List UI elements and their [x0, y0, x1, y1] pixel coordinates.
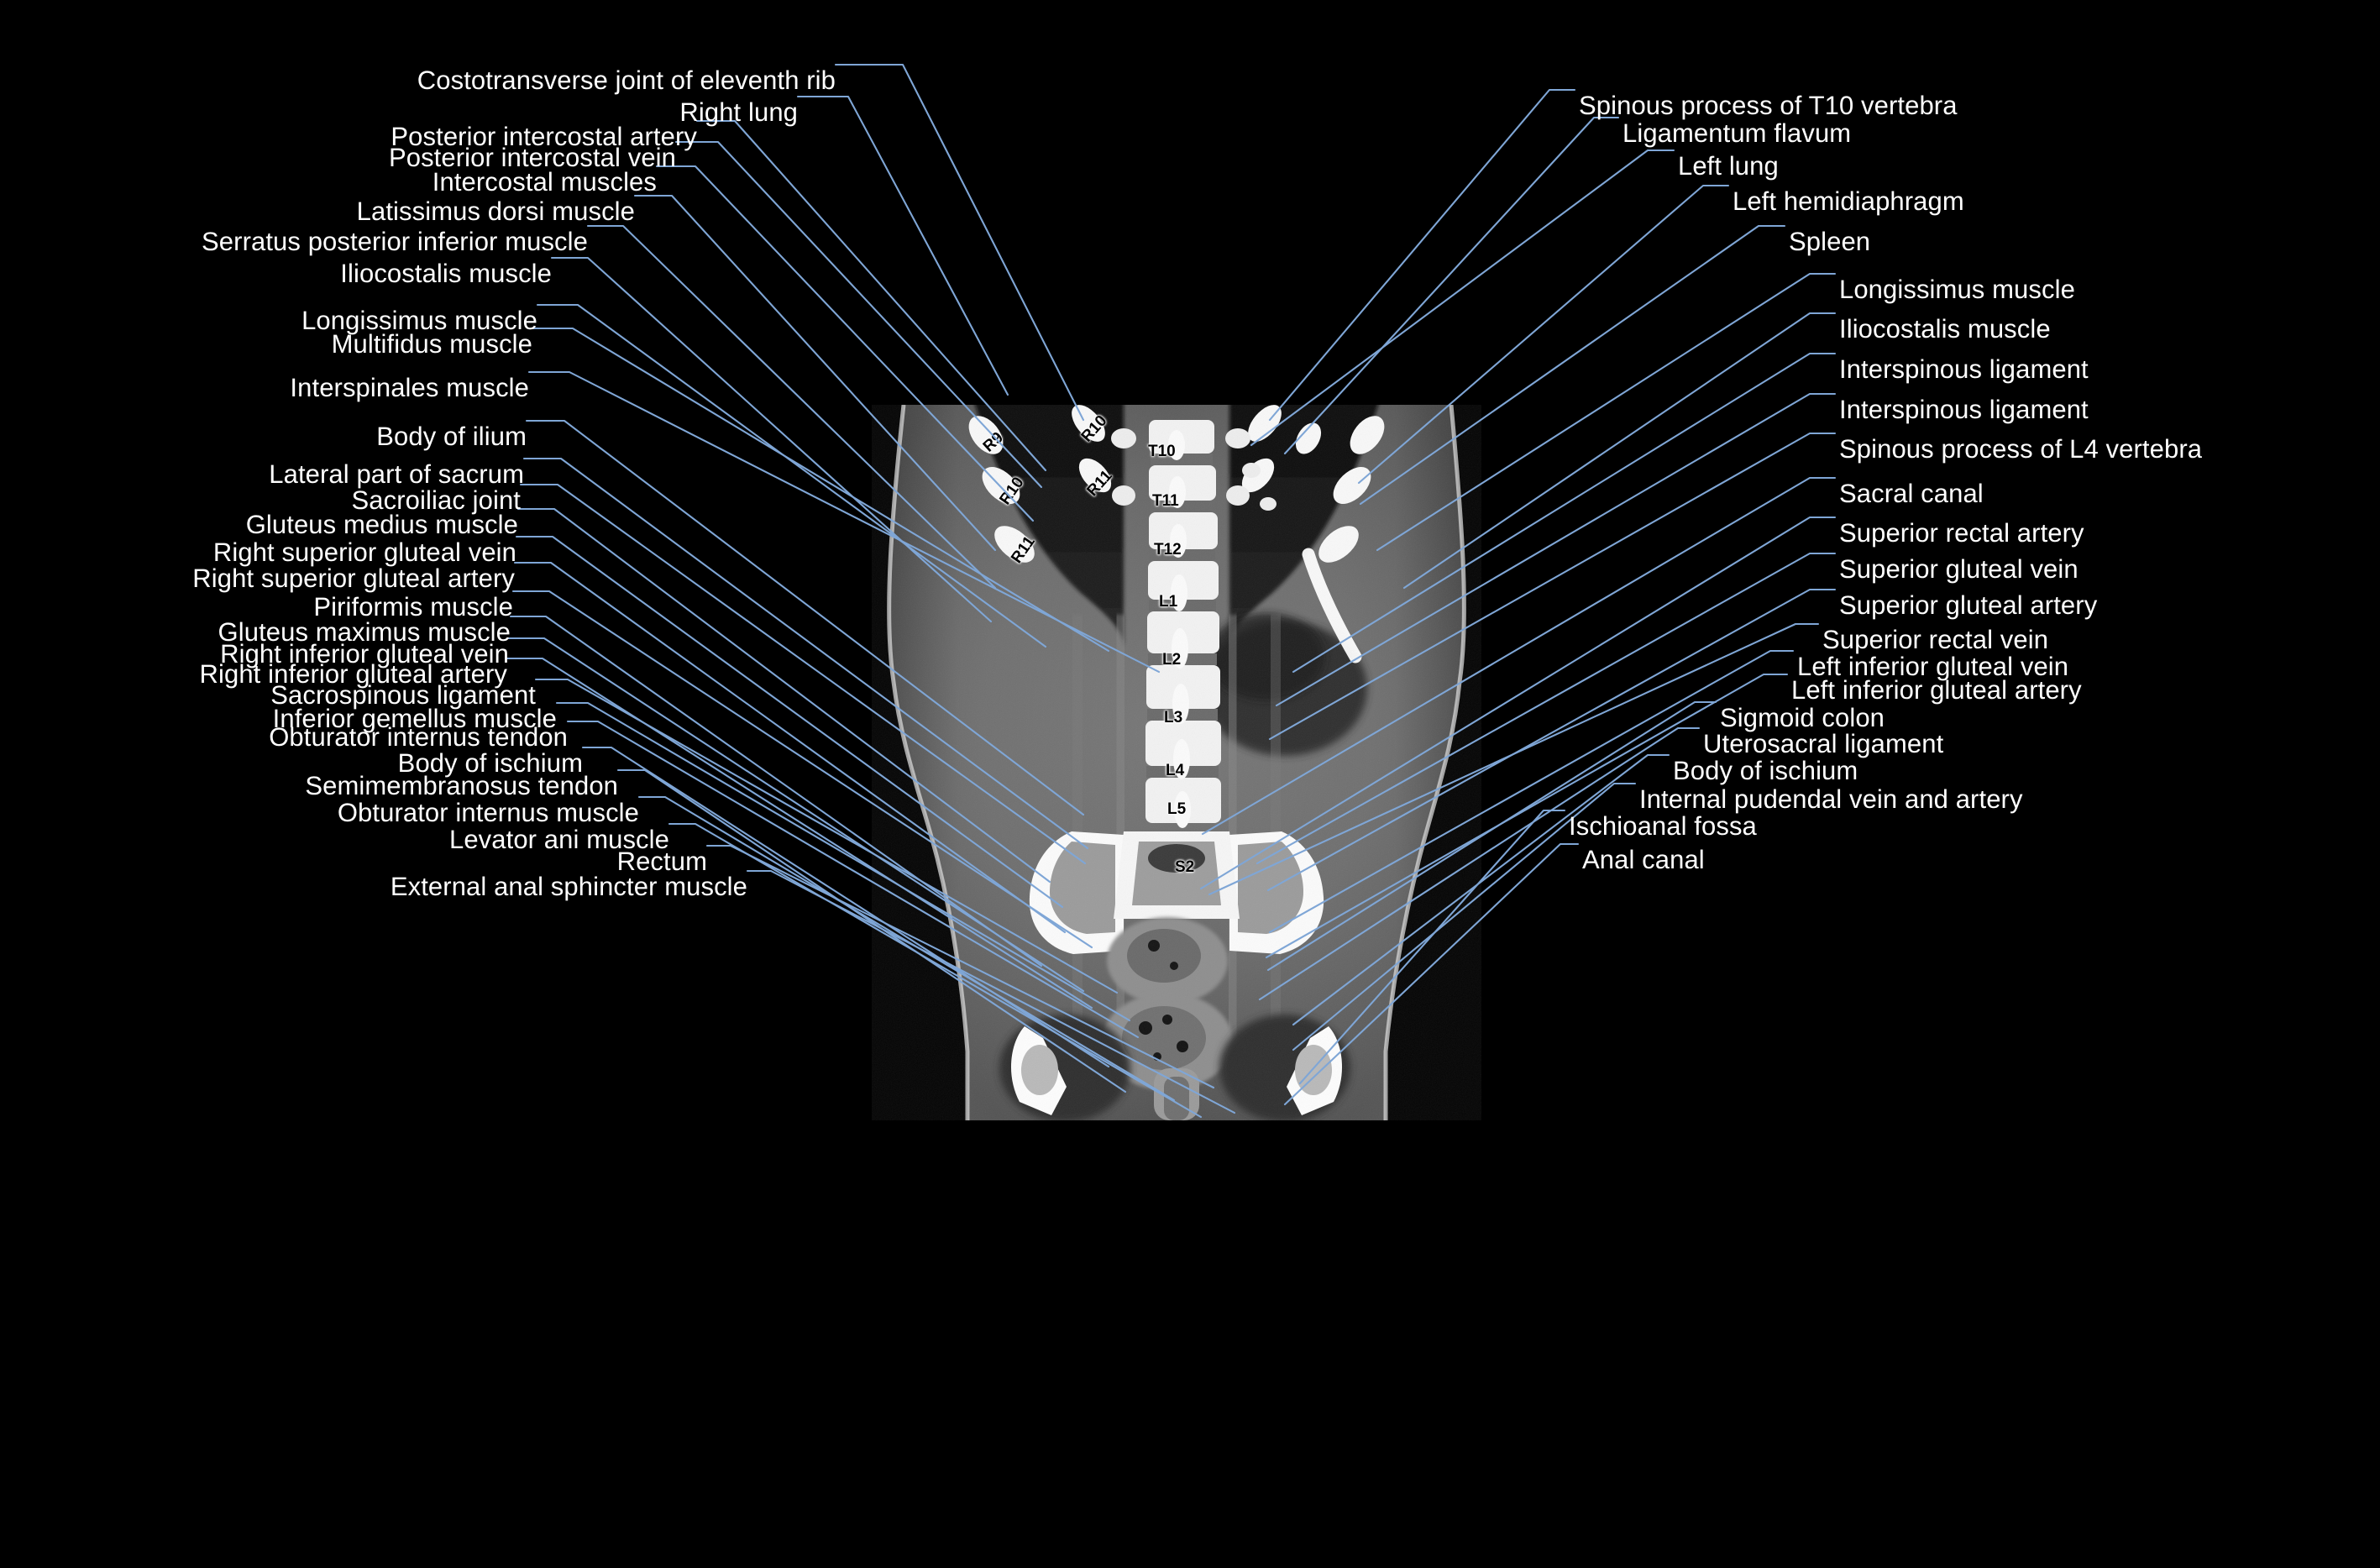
anatomy-label: Levator ani muscle [449, 825, 669, 854]
anatomy-label: Uterosacral ligament [1703, 729, 1944, 758]
anatomy-label: Body of ischium [1673, 756, 1858, 785]
anatomy-label: Body of ischium [397, 748, 583, 778]
anatomy-label: Intercostal muscles [432, 167, 657, 197]
anatomy-label: External anal sphincter muscle [390, 872, 747, 901]
anatomy-label: Inferior gemellus muscle [272, 704, 557, 733]
scan-level-tag: L1 [1159, 593, 1178, 611]
leader-line [1283, 116, 1620, 455]
anatomy-label: Left hemidiaphragm [1733, 186, 1964, 216]
anatomy-label: Gluteus medius muscle [245, 510, 518, 539]
anatomy-label: Right superior gluteal vein [212, 538, 516, 567]
anatomy-label: Right inferior gluteal artery [199, 659, 507, 689]
leader-line [1268, 88, 1576, 422]
anatomy-label: Lateral part of sacrum [269, 459, 524, 489]
anatomy-label: Obturator internus muscle [337, 798, 639, 827]
anatomy-label: Left inferior gluteal artery [1791, 675, 2082, 705]
scan-level-tag: L3 [1164, 709, 1183, 726]
anatomy-label: Interspinous ligament [1839, 354, 2089, 384]
anatomy-label: Latissimus dorsi muscle [356, 197, 635, 226]
anatomy-label: Interspinous ligament [1839, 395, 2089, 424]
anatomy-label: Iliocostalis muscle [340, 259, 552, 288]
anatomy-label: Spinous process of T10 vertebra [1579, 91, 1958, 120]
anatomy-label: Right inferior gluteal vein [220, 639, 509, 669]
anatomy-label: Spleen [1789, 227, 1871, 256]
anatomy-label: Spinous process of L4 vertebra [1839, 434, 2203, 464]
scan-level-tag: S2 [1175, 858, 1195, 876]
scan-level-tag: L4 [1166, 762, 1185, 779]
anatomy-label: Left lung [1678, 151, 1779, 181]
anatomy-label: Left inferior gluteal vein [1797, 652, 2069, 681]
anatomy-label: Posterior intercostal artery [391, 122, 697, 151]
anatomy-label: Body of ilium [376, 422, 527, 451]
anatomy-label: Sacrospinous ligament [270, 680, 536, 710]
anatomy-label: Superior rectal vein [1822, 625, 2049, 654]
anatomy-label: Superior gluteal artery [1839, 590, 2098, 620]
scan-level-tag: L2 [1162, 651, 1182, 669]
anatomy-label: Sacral canal [1839, 479, 1984, 508]
anatomy-label: Rectum [616, 847, 707, 876]
anatomy-label: Piriformis muscle [313, 592, 513, 621]
anatomy-label: Longissimus muscle [1839, 275, 2075, 304]
leader-line [796, 95, 1009, 396]
scan-level-tag: T12 [1154, 541, 1182, 559]
anatomy-label: Interspinales muscle [290, 373, 529, 402]
scan-level-tag: T11 [1152, 492, 1179, 510]
anatomy-label: Posterior intercostal vein [388, 143, 676, 172]
anatomy-label: Right superior gluteal artery [192, 564, 515, 593]
leader-line [834, 63, 1085, 422]
anatomy-label: Multifidus muscle [331, 329, 532, 359]
anatomy-label: Superior rectal artery [1839, 518, 2084, 548]
anatomy-label: Longissimus muscle [301, 306, 537, 335]
anatomy-label: Ischioanal fossa [1569, 811, 1757, 841]
anatomy-label: Right lung [679, 97, 798, 127]
anatomy-label: Sigmoid colon [1720, 703, 1885, 732]
anatomy-label: Sacroiliac joint [351, 485, 521, 515]
anatomy-label: Semimembranosus tendon [305, 771, 618, 800]
anatomy-label: Costotransverse joint of eleventh rib [417, 66, 836, 95]
leader-line [1250, 149, 1675, 447]
anatomy-label: Iliocostalis muscle [1839, 314, 2051, 343]
anatomy-label: Obturator internus tendon [269, 722, 568, 752]
anatomy-label: Serratus posterior inferior muscle [202, 227, 588, 256]
scan-level-tag: L5 [1167, 800, 1187, 818]
anatomy-label: Gluteus maximus muscle [218, 617, 511, 647]
scan-level-tag: T10 [1148, 443, 1176, 460]
anatomy-label: Internal pudendal vein and artery [1639, 784, 2023, 814]
anatomy-label: Superior gluteal vein [1839, 554, 2079, 584]
anatomy-label: Ligamentum flavum [1622, 118, 1852, 148]
anatomy-label: Anal canal [1582, 845, 1705, 874]
